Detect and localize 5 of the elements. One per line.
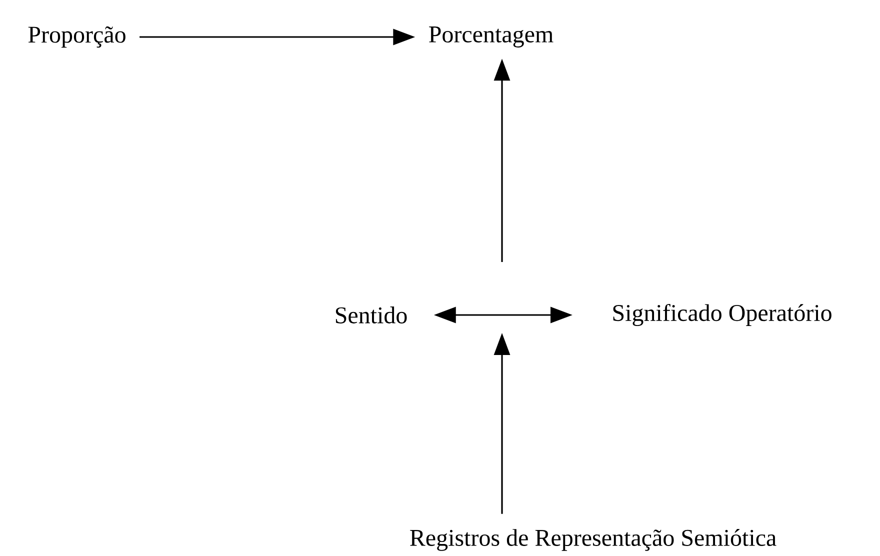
node-label: Registros de Representação Semiótica [410, 529, 776, 551]
node-label: Porcentagem [429, 26, 554, 48]
node-label: Proporção [28, 26, 126, 48]
node-label: Sentido [336, 306, 407, 324]
node-label: Significado Operatório [613, 304, 832, 326]
